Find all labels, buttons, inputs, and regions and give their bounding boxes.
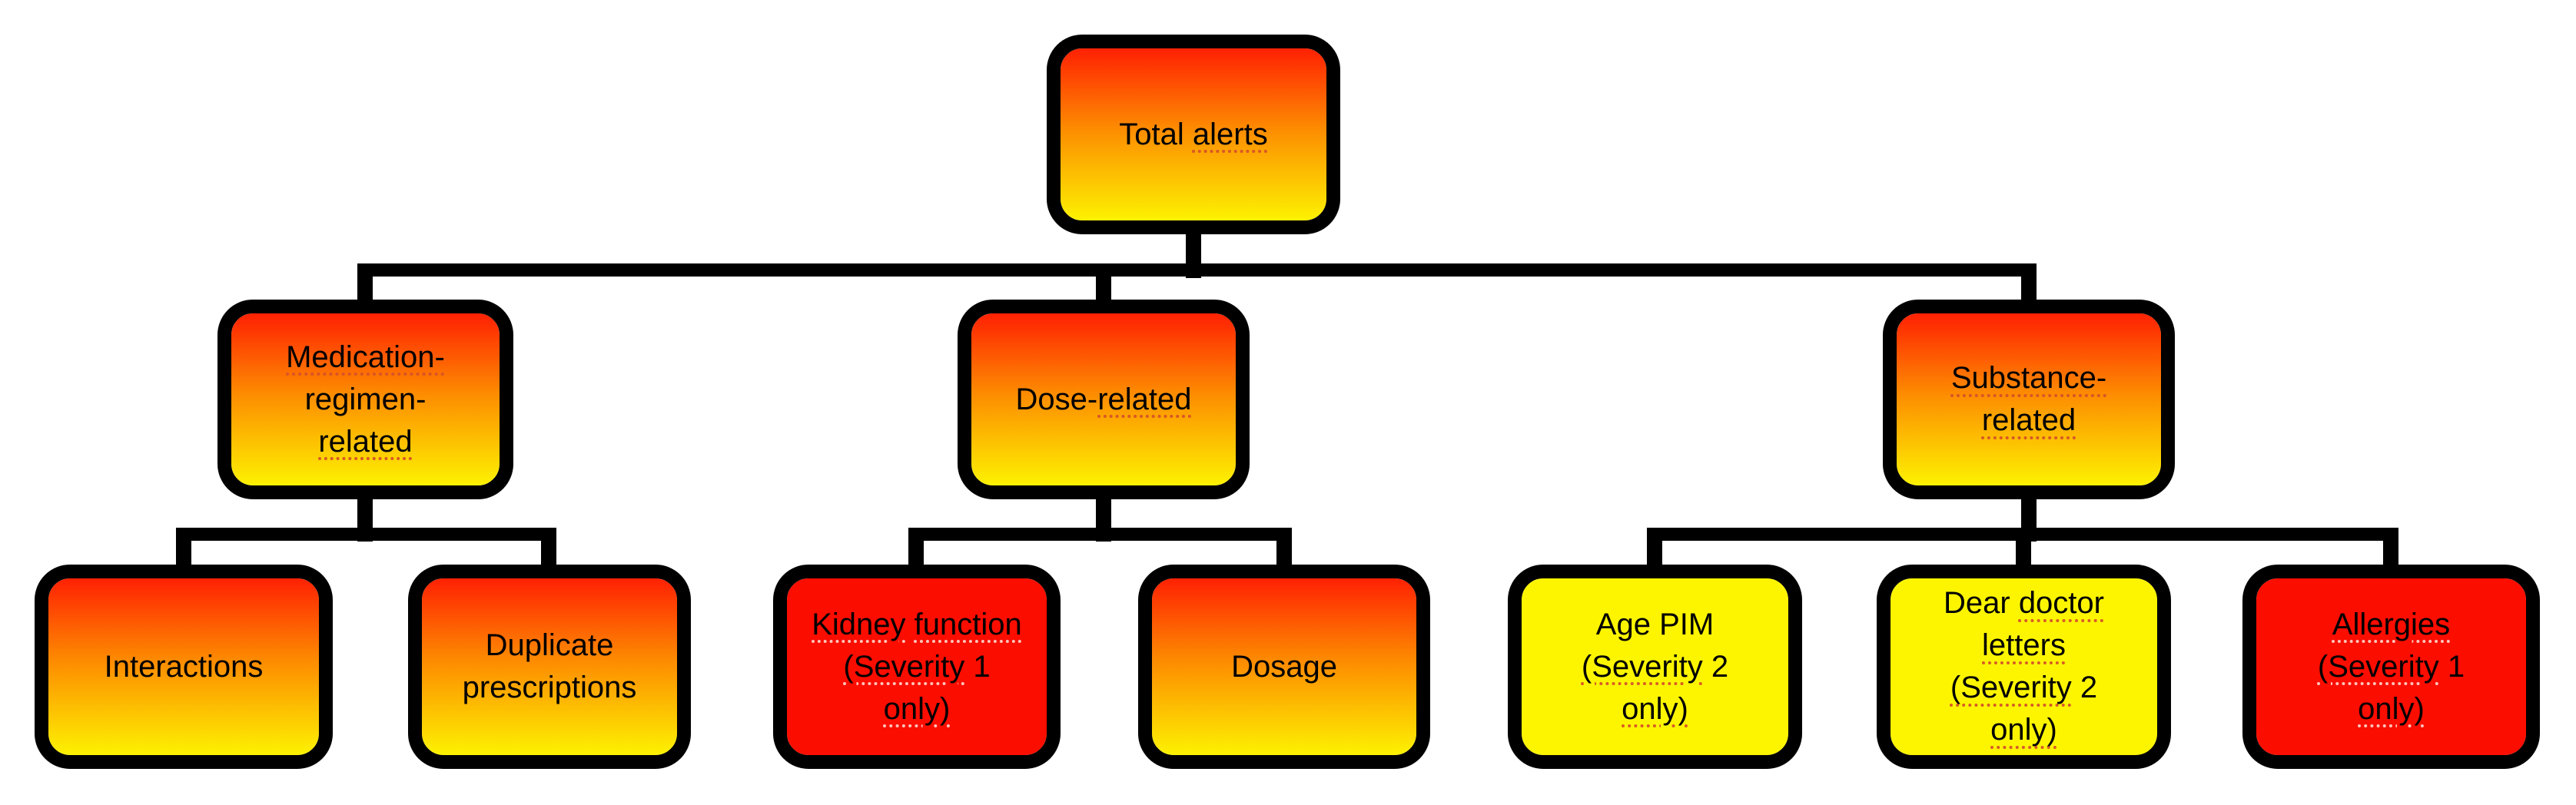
node-total-alerts-label: Total alerts bbox=[1119, 114, 1267, 156]
node-total-alerts: Total alerts bbox=[1047, 35, 1340, 234]
node-label-line: Age PIM bbox=[1595, 607, 1715, 641]
connector-drop-duplicate bbox=[541, 534, 556, 566]
node-kidney-label: Kidney function (Severity 1 only) bbox=[812, 604, 1022, 730]
connector-drop-medication bbox=[357, 270, 373, 301]
node-dose-label: Dose-related bbox=[1015, 379, 1191, 421]
node-label-line: Duplicate bbox=[485, 628, 614, 662]
node-duplicate-prescriptions: Duplicate prescriptions bbox=[408, 565, 691, 769]
node-dosage-label: Dosage bbox=[1231, 646, 1337, 688]
node-allergies-label: Allergies (Severity 1 only) bbox=[2318, 604, 2465, 730]
connector-drop-substance bbox=[2021, 270, 2037, 301]
node-label-line: Medication- bbox=[286, 340, 445, 374]
node-label-line: only) bbox=[1990, 713, 2057, 747]
node-label-line: only) bbox=[1622, 691, 1688, 726]
node-medication-label: Medication- regimen- related bbox=[286, 336, 445, 463]
node-label-line: Total alerts bbox=[1119, 117, 1268, 151]
connector-drop-interactions bbox=[176, 534, 191, 566]
connector-drop-dose bbox=[1096, 270, 1111, 301]
connector-dose-bar bbox=[908, 528, 1292, 541]
node-label-line: (Severity 1 bbox=[843, 649, 991, 684]
node-label-line: only) bbox=[2358, 691, 2425, 726]
connector-level1-bar bbox=[357, 263, 2037, 277]
node-label-line: prescriptions bbox=[462, 671, 637, 704]
node-label-line: letters bbox=[1982, 628, 2066, 662]
node-label-line: (Severity 2 bbox=[1581, 649, 1729, 684]
connector-drop-agepim bbox=[1647, 534, 1662, 566]
node-label-line: related bbox=[1981, 403, 2076, 437]
node-agepim-label: Age PIM (Severity 2 only) bbox=[1582, 604, 1728, 730]
node-label-line: Allergies bbox=[2332, 607, 2451, 641]
node-kidney-function: Kidney function (Severity 1 only) bbox=[773, 565, 1061, 769]
node-duplicate-label: Duplicate prescriptions bbox=[463, 624, 637, 709]
connector-drop-deardoctor bbox=[2016, 534, 2031, 566]
connector-drop-allergies bbox=[2383, 534, 2398, 566]
connector-medication-bar bbox=[176, 528, 556, 541]
node-interactions: Interactions bbox=[35, 565, 333, 769]
node-label-line: Interactions bbox=[104, 649, 264, 684]
node-label-line: Substance- bbox=[1950, 361, 2107, 395]
node-deardoctor-label: Dear doctor letters (Severity 2 only) bbox=[1944, 582, 2104, 751]
node-medication-regimen-related: Medication- regimen- related bbox=[217, 300, 513, 499]
node-label-line: regimen- bbox=[304, 382, 427, 416]
node-substance-label: Substance- related bbox=[1951, 357, 2106, 442]
node-allergies: Allergies (Severity 1 only) bbox=[2242, 565, 2540, 769]
node-dosage: Dosage bbox=[1138, 565, 1430, 769]
node-label-line: Kidney function bbox=[812, 607, 1022, 641]
node-dose-related: Dose-related bbox=[958, 300, 1250, 499]
node-label-line: (Severity 2 bbox=[1950, 671, 2098, 704]
connector-drop-kidney bbox=[908, 534, 924, 566]
node-label-line: only) bbox=[883, 691, 951, 726]
connector-drop-dosage bbox=[1276, 534, 1292, 566]
node-label-line: Dosage bbox=[1231, 649, 1337, 684]
node-label-line: Dear doctor bbox=[1944, 586, 2104, 620]
node-substance-related: Substance- related bbox=[1883, 300, 2175, 499]
node-interactions-label: Interactions bbox=[105, 646, 264, 688]
node-label-line: related bbox=[318, 424, 413, 459]
node-label-line: Dose-related bbox=[1015, 382, 1192, 416]
node-label-line: (Severity 1 bbox=[2317, 649, 2465, 684]
node-dear-doctor-letters: Dear doctor letters (Severity 2 only) bbox=[1877, 565, 2171, 769]
node-age-pim: Age PIM (Severity 2 only) bbox=[1508, 565, 1802, 769]
